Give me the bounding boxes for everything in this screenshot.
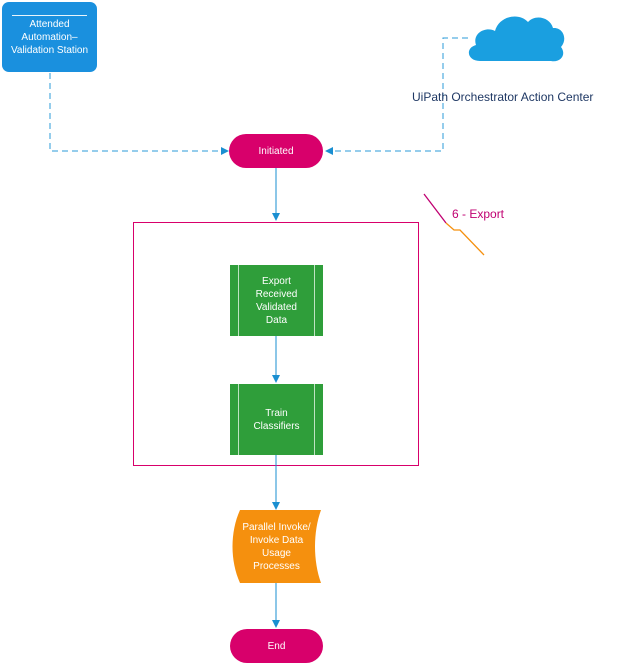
export-process	[230, 265, 323, 336]
export-callout-line-top	[423, 193, 447, 224]
export-callout-line-bottom	[445, 222, 485, 256]
parallel-invoke-shape	[232, 510, 321, 583]
end-terminal	[230, 629, 323, 663]
cloud-to-initiated-connector	[325, 37, 468, 155]
initiated-terminal	[229, 134, 323, 168]
train-process	[230, 384, 323, 455]
station-to-initiated-connector	[49, 73, 229, 155]
cloud-icon	[468, 16, 565, 62]
validation-station-node	[2, 2, 97, 72]
